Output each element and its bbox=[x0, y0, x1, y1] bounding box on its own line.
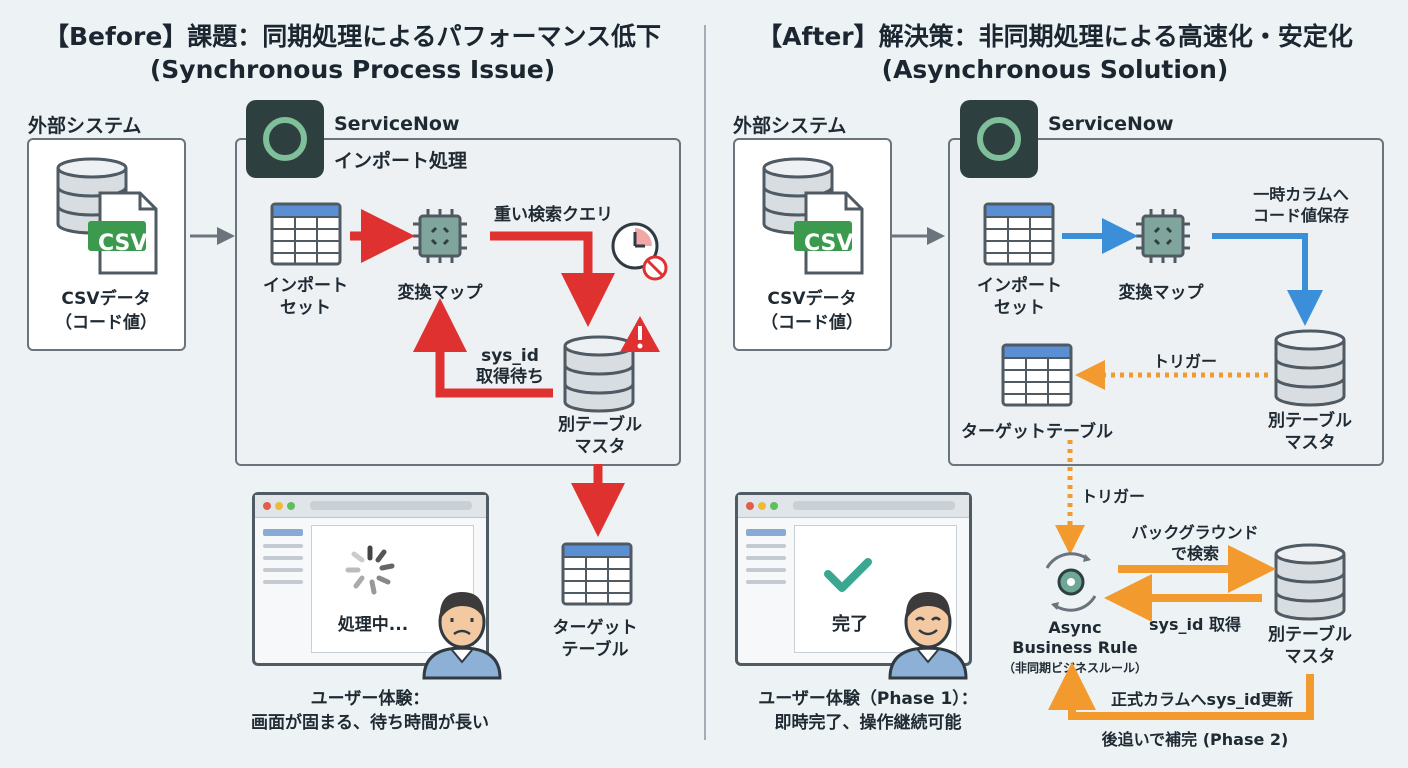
after-master2-db-icon bbox=[1274, 543, 1346, 621]
after-target-table-icon bbox=[1001, 343, 1073, 407]
before-title: 【Before】課題：同期処理によるパフォーマンス低下 (Synchronous… bbox=[43, 22, 662, 84]
after-servicenow-label: ServiceNow bbox=[1048, 113, 1174, 135]
after-checkmark-icon bbox=[824, 558, 872, 592]
before-loading-spinner-icon bbox=[345, 545, 395, 595]
after-update-label: 正式カラムへsys_id更新 bbox=[1111, 690, 1293, 709]
before-monitor bbox=[252, 492, 489, 666]
before-csv-badge: CSV bbox=[98, 231, 147, 256]
after-async-br-label: Async Business Rule （非同期ビジネスルール） bbox=[1002, 618, 1147, 675]
after-master-label: 別テーブル マスタ bbox=[1268, 411, 1352, 453]
after-complement-label: 後追いで補完 (Phase 2) bbox=[1101, 730, 1289, 749]
before-wait-label: sys_id 取得待ち bbox=[476, 346, 544, 387]
after-csv-data-label: CSVデータ （コード値） bbox=[761, 289, 863, 333]
after-sysid-get-label: sys_id 取得 bbox=[1149, 615, 1241, 634]
before-servicenow-label: ServiceNow bbox=[334, 113, 460, 135]
after-transform-chip-icon bbox=[1134, 207, 1192, 265]
before-external-label: 外部システム bbox=[28, 115, 142, 137]
after-master-db-icon bbox=[1274, 329, 1346, 407]
before-clock-icon bbox=[611, 222, 668, 281]
after-async-gear-icon bbox=[1045, 552, 1097, 612]
after-done-text: 完了 bbox=[832, 614, 868, 635]
before-target-table-icon bbox=[561, 542, 633, 606]
before-target-table-label: ターゲット テーブル bbox=[552, 618, 638, 660]
before-import-set-icon bbox=[270, 202, 342, 266]
after-ux-caption: ユーザー体験（Phase 1）： 即時完了、操作継続可能 bbox=[758, 689, 978, 733]
after-external-label: 外部システム bbox=[733, 115, 847, 137]
before-master-label: 別テーブル マスタ bbox=[558, 415, 642, 457]
after-temp-column-label: 一時カラムへ コード値保存 bbox=[1252, 185, 1349, 225]
after-target-table-label: ターゲットテーブル bbox=[961, 422, 1113, 442]
after-import-set-icon bbox=[983, 202, 1055, 266]
before-ux-caption: ユーザー体験： 画面が固まる、待ち時間が長い bbox=[251, 689, 489, 733]
after-title: 【After】解決策：非同期処理による高速化・安定化 (Asynchronous… bbox=[757, 22, 1353, 84]
before-warning-icon bbox=[620, 316, 660, 352]
before-csv-data-label: CSVデータ （コード値） bbox=[55, 289, 157, 333]
after-user-avatar-icon bbox=[888, 590, 968, 680]
center-divider bbox=[704, 25, 706, 740]
before-heavy-query-label: 重い検索クエリ bbox=[494, 205, 613, 225]
before-import-process-label: インポート処理 bbox=[334, 150, 468, 172]
before-transform-chip-icon bbox=[411, 207, 469, 265]
before-servicenow-logo-icon bbox=[246, 100, 324, 178]
after-transform-map-label: 変換マップ bbox=[1118, 283, 1204, 303]
after-trigger-label-2: トリガー bbox=[1081, 487, 1146, 506]
after-bg-search-label: バックグラウンド で検索 bbox=[1131, 523, 1259, 563]
after-trigger-label-1: トリガー bbox=[1152, 352, 1217, 371]
after-master2-label: 別テーブル マスタ bbox=[1268, 625, 1352, 667]
after-csv-badge: CSV bbox=[804, 231, 853, 256]
before-import-set-label: インポート セット bbox=[263, 276, 348, 318]
before-user-avatar-icon bbox=[422, 590, 502, 680]
before-processing-text: 処理中... bbox=[337, 615, 409, 635]
after-import-set-label: インポート セット bbox=[977, 276, 1062, 318]
after-servicenow-logo-icon bbox=[960, 100, 1038, 178]
